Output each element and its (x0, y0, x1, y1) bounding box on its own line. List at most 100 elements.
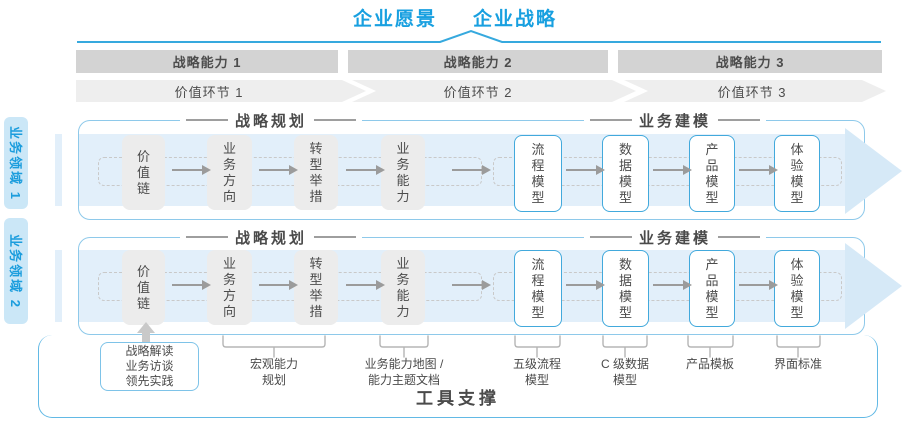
domain-label: 业务领域 1 (7, 125, 23, 201)
flow-arrow-icon (653, 280, 692, 290)
connector-brace (222, 335, 326, 358)
node-label: 转型举措 (309, 255, 323, 319)
capability-bar-label: 战略能力 1 (172, 55, 242, 70)
capability-bar-label: 战略能力 2 (443, 55, 513, 70)
node-label: 体验模型 (790, 256, 804, 320)
band-left-tab (55, 250, 62, 322)
process-arrow-head-icon (845, 128, 902, 214)
node-product-model: 产品模型 (689, 135, 735, 212)
section-title-business-modeling: 业务建模 (583, 112, 767, 130)
node-experience-model: 体验模型 (774, 135, 820, 212)
node-business-direction: 业务方向 (207, 250, 252, 325)
node-business-direction: 业务方向 (207, 135, 252, 210)
header-titles: 企业愿景 企业战略 (0, 4, 910, 31)
node-label: 业务方向 (222, 140, 236, 204)
node-label: 业务能力 (396, 140, 410, 204)
node-product-model: 产品模型 (689, 250, 735, 327)
flow-arrow-icon (172, 165, 211, 175)
value-chain-chevron-band (76, 80, 886, 102)
tool-support-title: 工具支撑 (416, 389, 500, 408)
section-title-business-modeling: 业务建模 (583, 229, 767, 247)
node-value-chain: 价值链 (122, 135, 165, 210)
title-dash (185, 236, 228, 238)
node-label: 流程模型 (531, 256, 545, 320)
dashed-track-modeling (493, 272, 842, 301)
title-dash (718, 236, 761, 238)
title-dash (589, 236, 632, 238)
deliverable-strategy-inputs: 战略解读 业务访谈 领先实践 (100, 342, 199, 391)
value-link-label: 价值环节 2 (443, 84, 513, 100)
deliverable-product-template: 产品模板 (685, 357, 735, 371)
capability-bar-3: 战略能力 3 (618, 50, 882, 73)
title-dash (589, 119, 632, 121)
flow-arrow-icon (346, 165, 385, 175)
flow-arrow-icon (739, 165, 778, 175)
node-label: 业务能力 (396, 255, 410, 319)
node-data-model: 数据模型 (602, 135, 649, 212)
section-title-text: 战略规划 (234, 229, 308, 247)
connector-brace (514, 335, 561, 358)
deliverable-ui-standard: 界面标准 (773, 357, 823, 371)
strategy-title: 企业战略 (473, 9, 558, 30)
sidebar-domain-2: 业务领域 2 (4, 218, 28, 324)
node-business-capability: 业务能力 (381, 135, 425, 210)
node-process-model: 流程模型 (514, 135, 562, 212)
node-transformation-initiatives: 转型举措 (294, 135, 338, 210)
node-label: 价值链 (136, 148, 150, 196)
title-dash (314, 236, 357, 238)
flow-arrow-icon (653, 165, 692, 175)
deliverable-c-level-data-model: C 级数据 模型 (600, 357, 650, 387)
node-value-chain: 价值链 (122, 250, 165, 325)
node-experience-model: 体验模型 (774, 250, 820, 327)
capability-bar-1: 战略能力 1 (76, 50, 338, 73)
capability-bar-label: 战略能力 3 (715, 55, 785, 70)
header-divider-line (77, 29, 881, 43)
node-label: 转型举措 (309, 140, 323, 204)
flow-arrow-icon (739, 280, 778, 290)
flow-arrow-icon (452, 280, 491, 290)
connector-braces (222, 335, 821, 358)
deliverable-level5-process-model: 五级流程 模型 (512, 357, 562, 387)
node-business-capability: 业务能力 (381, 250, 425, 325)
flow-arrow-icon (259, 280, 298, 290)
node-label: 流程模型 (531, 141, 545, 205)
node-label: 数据模型 (618, 141, 632, 205)
capability-bar-2: 战略能力 2 (348, 50, 608, 73)
value-link-label: 价值环节 3 (717, 84, 787, 100)
deliverable-capability-map: 业务能力地图 / 能力主题文档 (364, 357, 444, 387)
connector-brace (379, 335, 429, 358)
section-title-text: 业务建模 (638, 112, 712, 130)
value-link-3: 价值环节 3 (618, 80, 886, 102)
section-title-text: 战略规划 (234, 112, 308, 130)
value-link-2: 价值环节 2 (348, 80, 608, 102)
value-link-1: 价值环节 1 (76, 80, 342, 102)
process-arrow-head-icon (845, 243, 902, 329)
node-transformation-initiatives: 转型举措 (294, 250, 338, 325)
flow-arrow-icon (346, 280, 385, 290)
value-link-label: 价值环节 1 (174, 84, 244, 100)
section-title-strategic-planning: 战略规划 (179, 112, 363, 130)
connector-brace (602, 335, 648, 358)
node-label: 体验模型 (790, 141, 804, 205)
node-label: 数据模型 (618, 256, 632, 320)
deliverable-macro-capability-planning: 宏观能力 规划 (249, 357, 299, 387)
title-dash (185, 119, 228, 121)
node-data-model: 数据模型 (602, 250, 649, 327)
section-title-strategic-planning: 战略规划 (179, 229, 363, 247)
node-label: 产品模型 (705, 141, 719, 205)
connector-brace (687, 335, 734, 358)
dashed-track-planning (98, 157, 482, 186)
dashed-track-planning (98, 272, 482, 301)
tool-support-container: 工具支撑 (38, 335, 878, 418)
section-title-text: 业务建模 (638, 229, 712, 247)
flow-arrow-icon (566, 165, 605, 175)
domain-label: 业务领域 2 (7, 233, 23, 309)
dashed-track-modeling (493, 157, 842, 186)
title-dash (718, 119, 761, 121)
title-dash (314, 119, 357, 121)
flow-arrow-icon (566, 280, 605, 290)
node-label: 价值链 (136, 263, 150, 311)
up-arrow-icon (137, 322, 155, 345)
flow-arrow-icon (172, 280, 211, 290)
